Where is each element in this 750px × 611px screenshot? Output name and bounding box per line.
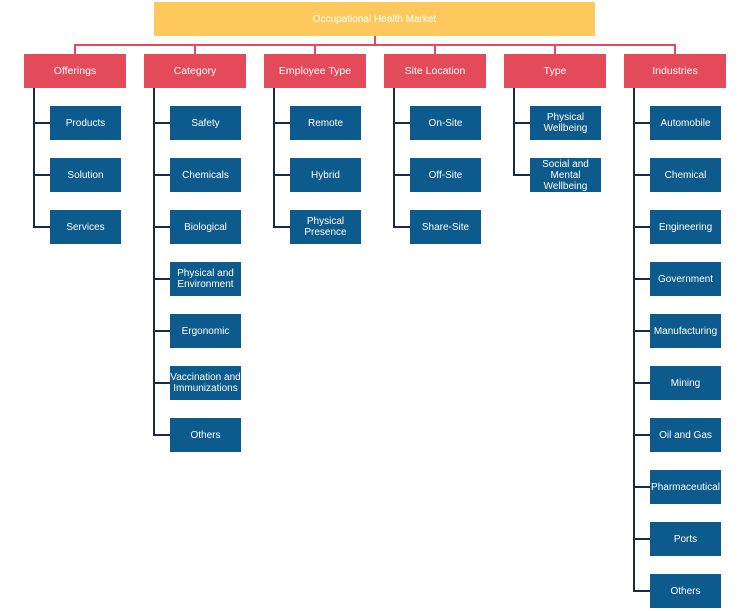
leaf-connector (33, 226, 50, 228)
leaf-ports: Ports (650, 522, 721, 556)
leaf-off-site: Off-Site (410, 158, 481, 192)
leaf-engineering: Engineering (650, 210, 721, 244)
trunk-site-location (393, 88, 395, 227)
leaf-connector (153, 330, 170, 332)
leaf-others: Others (650, 574, 721, 608)
leaf-connector (153, 122, 170, 124)
leaf-hybrid: Hybrid (290, 158, 361, 192)
leaf-connector (633, 278, 650, 280)
leaf-connector (513, 174, 530, 176)
leaf-connector (633, 538, 650, 540)
category-type: Type (504, 54, 606, 88)
leaf-connector (633, 382, 650, 384)
category-category: Category (144, 54, 246, 88)
leaf-vaccination-and-immunizations: Vaccination and Immunizations (170, 366, 241, 400)
leaf-physical-wellbeing: Physical Wellbeing (530, 106, 601, 140)
leaf-connector (273, 174, 290, 176)
leaf-connector (153, 434, 170, 436)
leaf-connector (633, 590, 650, 592)
trunk-category (153, 88, 155, 435)
trunk-offerings (33, 88, 35, 227)
leaf-chemicals: Chemicals (170, 158, 241, 192)
leaf-connector (633, 434, 650, 436)
category-industries: Industries (624, 54, 726, 88)
leaf-connector (33, 122, 50, 124)
trunk-industries (633, 88, 635, 591)
trunk-type (513, 88, 515, 175)
leaf-connector (393, 174, 410, 176)
branch-drop-employee-type (314, 44, 316, 54)
leaf-manufacturing: Manufacturing (650, 314, 721, 348)
branch-drop-type (554, 44, 556, 54)
branch-drop-industries (674, 44, 676, 54)
branch-bus (75, 44, 676, 46)
leaf-products: Products (50, 106, 121, 140)
leaf-chemical: Chemical (650, 158, 721, 192)
leaf-connector (273, 226, 290, 228)
leaf-connector (633, 174, 650, 176)
leaf-connector (153, 226, 170, 228)
leaf-connector (513, 122, 530, 124)
leaf-connector (153, 382, 170, 384)
leaf-remote: Remote (290, 106, 361, 140)
leaf-social-and-mental-wellbeing: Social and Mental Wellbeing (530, 158, 601, 192)
leaf-physical-presence: Physical Presence (290, 210, 361, 244)
branch-drop-category (194, 44, 196, 54)
branch-drop-site-location (434, 44, 436, 54)
leaf-oil-and-gas: Oil and Gas (650, 418, 721, 452)
leaf-connector (393, 226, 410, 228)
root-connector (374, 36, 376, 45)
leaf-biological: Biological (170, 210, 241, 244)
leaf-connector (153, 278, 170, 280)
leaf-ergonomic: Ergonomic (170, 314, 241, 348)
leaf-connector (33, 174, 50, 176)
category-employee-type: Employee Type (264, 54, 366, 88)
leaf-physical-and-environment: Physical and Environment (170, 262, 241, 296)
leaf-connector (633, 330, 650, 332)
leaf-others: Others (170, 418, 241, 452)
leaf-mining: Mining (650, 366, 721, 400)
leaf-connector (273, 122, 290, 124)
leaf-automobile: Automobile (650, 106, 721, 140)
leaf-solution: Solution (50, 158, 121, 192)
leaf-connector (633, 122, 650, 124)
root-node: Occupational Health Market (154, 2, 595, 36)
leaf-pharmaceutical: Pharmaceutical (650, 470, 721, 504)
leaf-connector (153, 174, 170, 176)
category-site-location: Site Location (384, 54, 486, 88)
leaf-safety: Safety (170, 106, 241, 140)
leaf-services: Services (50, 210, 121, 244)
branch-drop-offerings (74, 44, 76, 54)
leaf-connector (393, 122, 410, 124)
leaf-government: Government (650, 262, 721, 296)
leaf-on-site: On-Site (410, 106, 481, 140)
leaf-connector (633, 486, 650, 488)
trunk-employee-type (273, 88, 275, 227)
leaf-connector (633, 226, 650, 228)
category-offerings: Offerings (24, 54, 126, 88)
leaf-share-site: Share-Site (410, 210, 481, 244)
